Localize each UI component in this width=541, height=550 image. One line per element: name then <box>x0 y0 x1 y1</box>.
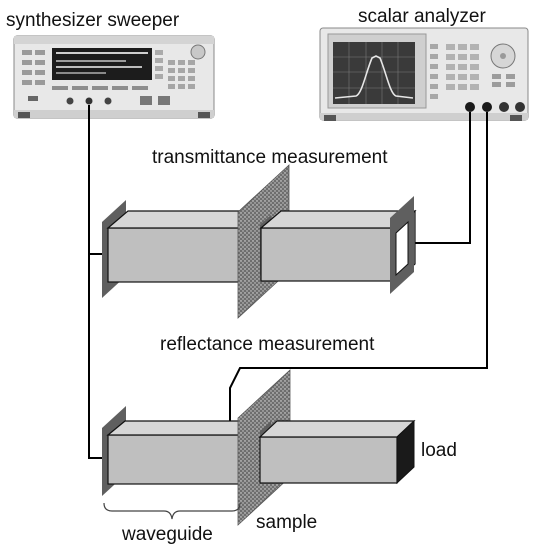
cables <box>88 105 488 459</box>
analyzer-input-a-icon <box>465 102 475 112</box>
reflection-detector-cable <box>229 112 488 425</box>
reflectance-label: reflectance measurement <box>160 334 375 355</box>
analyzer-label: scalar analyzer <box>358 6 486 27</box>
analyzer-instrument <box>319 27 529 121</box>
load-label: load <box>421 440 457 461</box>
passband-trace <box>334 55 414 99</box>
transmittance-label: transmittance measurement <box>152 147 388 168</box>
reflectance-setup <box>102 369 416 526</box>
load-waveguide <box>259 436 398 484</box>
synthesizer-instrument <box>13 35 215 119</box>
rf-output-connector-icon <box>85 97 93 105</box>
transmission-detector-cable <box>408 112 471 244</box>
analyzer-input-d-icon <box>515 102 525 112</box>
knob-icon <box>190 44 206 60</box>
analyzer-input-b-icon <box>482 102 492 112</box>
analyzer-input-c-icon <box>499 102 509 112</box>
transmittance-setup <box>102 164 417 319</box>
waveguide-brace <box>103 502 241 520</box>
analyzer-screen <box>333 42 415 104</box>
load-termination <box>396 419 415 485</box>
right-waveguide <box>260 227 396 282</box>
synthesizer-label: synthesizer sweeper <box>6 10 180 31</box>
bottom-waveguide <box>107 434 244 485</box>
waveguide-label: waveguide <box>121 524 213 545</box>
left-waveguide <box>107 227 246 283</box>
sample-label: sample <box>256 512 317 533</box>
detector-opening <box>395 220 409 277</box>
synth-connector-icon <box>66 97 74 105</box>
source-cable <box>88 105 102 459</box>
